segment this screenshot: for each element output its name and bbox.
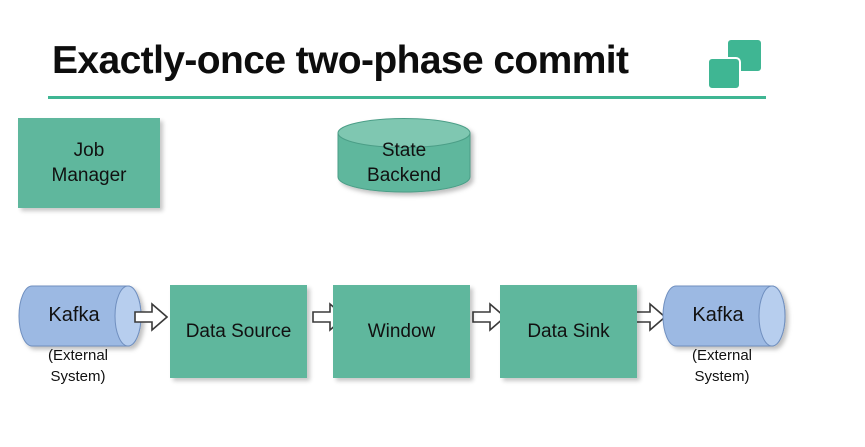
- two-squares-logo-icon: [706, 38, 763, 90]
- node-window-label: Window: [367, 321, 436, 342]
- node-data-sink: Data Sink: [500, 285, 637, 378]
- cylinder-horizontal-shape: [662, 285, 786, 347]
- arrow-window-to-sink-icon: [472, 302, 506, 332]
- arrow-kafka-to-source-icon: [134, 302, 168, 332]
- node-data-source: Data Source: [170, 285, 307, 378]
- node-data-sink-label: Data Sink: [527, 321, 610, 342]
- node-data-source-label: Data Source: [185, 321, 292, 342]
- node-job-manager-label: Job Manager: [51, 140, 127, 186]
- arrow-sink-to-kafka-icon: [632, 302, 666, 332]
- node-state-backend: State Backend: [337, 118, 471, 193]
- caption-external-system-right: (External System): [691, 347, 753, 385]
- cylinder-horizontal-shape: [18, 285, 142, 347]
- cylinder-vertical-shape: [337, 118, 471, 193]
- node-kafka-source: Kafka: [18, 285, 142, 347]
- title-underline-rule: [48, 96, 766, 99]
- caption-external-system-left: (External System): [47, 347, 109, 385]
- node-job-manager: Job Manager: [18, 118, 160, 208]
- logo-square-small: [707, 57, 741, 90]
- page-title: Exactly-once two-phase commit: [52, 39, 629, 82]
- node-window: Window: [333, 285, 470, 378]
- node-kafka-sink: Kafka: [662, 285, 786, 347]
